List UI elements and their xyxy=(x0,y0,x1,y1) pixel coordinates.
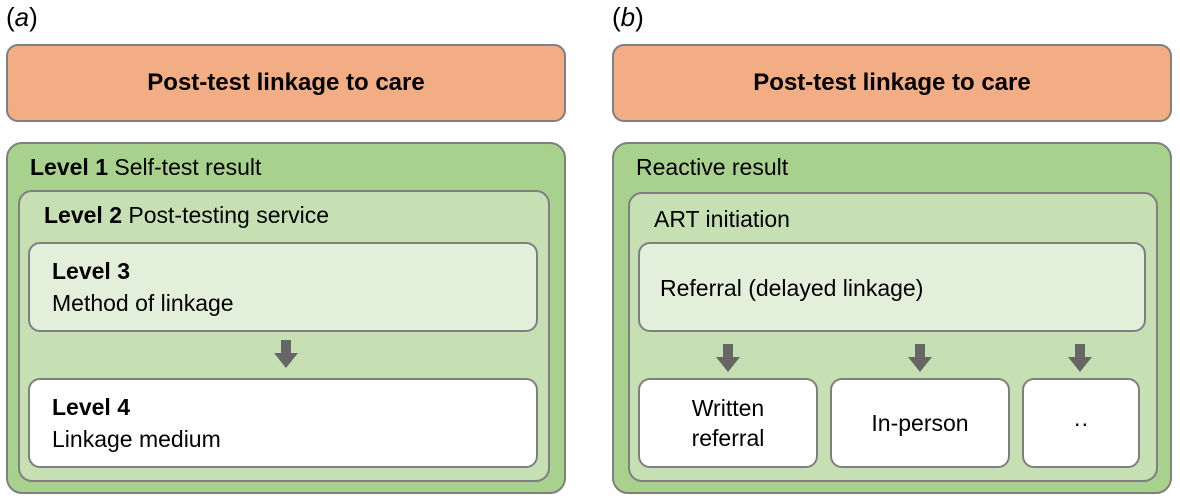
level2-box: Level 2 Post-testing service Level 3 Met… xyxy=(18,190,550,482)
level4-title: Level 4 xyxy=(52,394,130,420)
down-arrow-icon xyxy=(908,344,932,372)
level2-title: Level 2 xyxy=(44,202,122,228)
referral-box: Referral (delayed linkage) xyxy=(638,242,1146,332)
reactive-result-label: Reactive result xyxy=(636,154,789,180)
level3-box: Level 3 Method of linkage xyxy=(28,242,538,332)
referral-label: Referral (delayed linkage) xyxy=(660,275,924,301)
level1-text: Self-test result xyxy=(114,154,262,180)
level2-text: Post-testing service xyxy=(128,202,330,228)
panel-label-b: (b) xyxy=(612,2,644,32)
panel-b-header-text: Post-test linkage to care xyxy=(753,69,1031,96)
down-arrow-icon xyxy=(1068,344,1092,372)
option-box-more: ·· xyxy=(1022,378,1140,468)
panel-b-header: Post-test linkage to care xyxy=(612,44,1172,122)
art-initiation-label: ART initiation xyxy=(654,206,790,232)
level2-label: Level 2 Post-testing service xyxy=(44,200,329,230)
level1-title: Level 1 xyxy=(30,154,108,180)
panel-label-a: (a) xyxy=(6,2,38,32)
level4-box: Level 4 Linkage medium xyxy=(28,378,538,468)
panel-b-letter: b xyxy=(620,2,636,32)
panel-a-header: Post-test linkage to care xyxy=(6,44,566,122)
down-arrow-icon xyxy=(274,340,298,368)
option-box-in-person: In-person xyxy=(830,378,1010,468)
level3-text: Method of linkage xyxy=(52,290,234,316)
option-label: Written referral xyxy=(691,395,765,451)
panel-a-letter: a xyxy=(14,2,30,32)
option-box-written-referral: Written referral xyxy=(638,378,818,468)
panel-a-header-text: Post-test linkage to care xyxy=(147,69,425,96)
level1-box: Level 1 Self-test result Level 2 Post-te… xyxy=(6,142,566,494)
down-arrow-icon xyxy=(716,344,740,372)
reactive-result-box: Reactive result ART initiation Referral … xyxy=(612,142,1172,494)
option-label: ·· xyxy=(1073,410,1089,436)
art-initiation-box: ART initiation Referral (delayed linkage… xyxy=(628,192,1158,482)
level4-text: Linkage medium xyxy=(52,426,221,452)
option-label: In-person xyxy=(871,410,969,436)
level3-title: Level 3 xyxy=(52,258,130,284)
level1-label: Level 1 Self-test result xyxy=(30,152,261,182)
